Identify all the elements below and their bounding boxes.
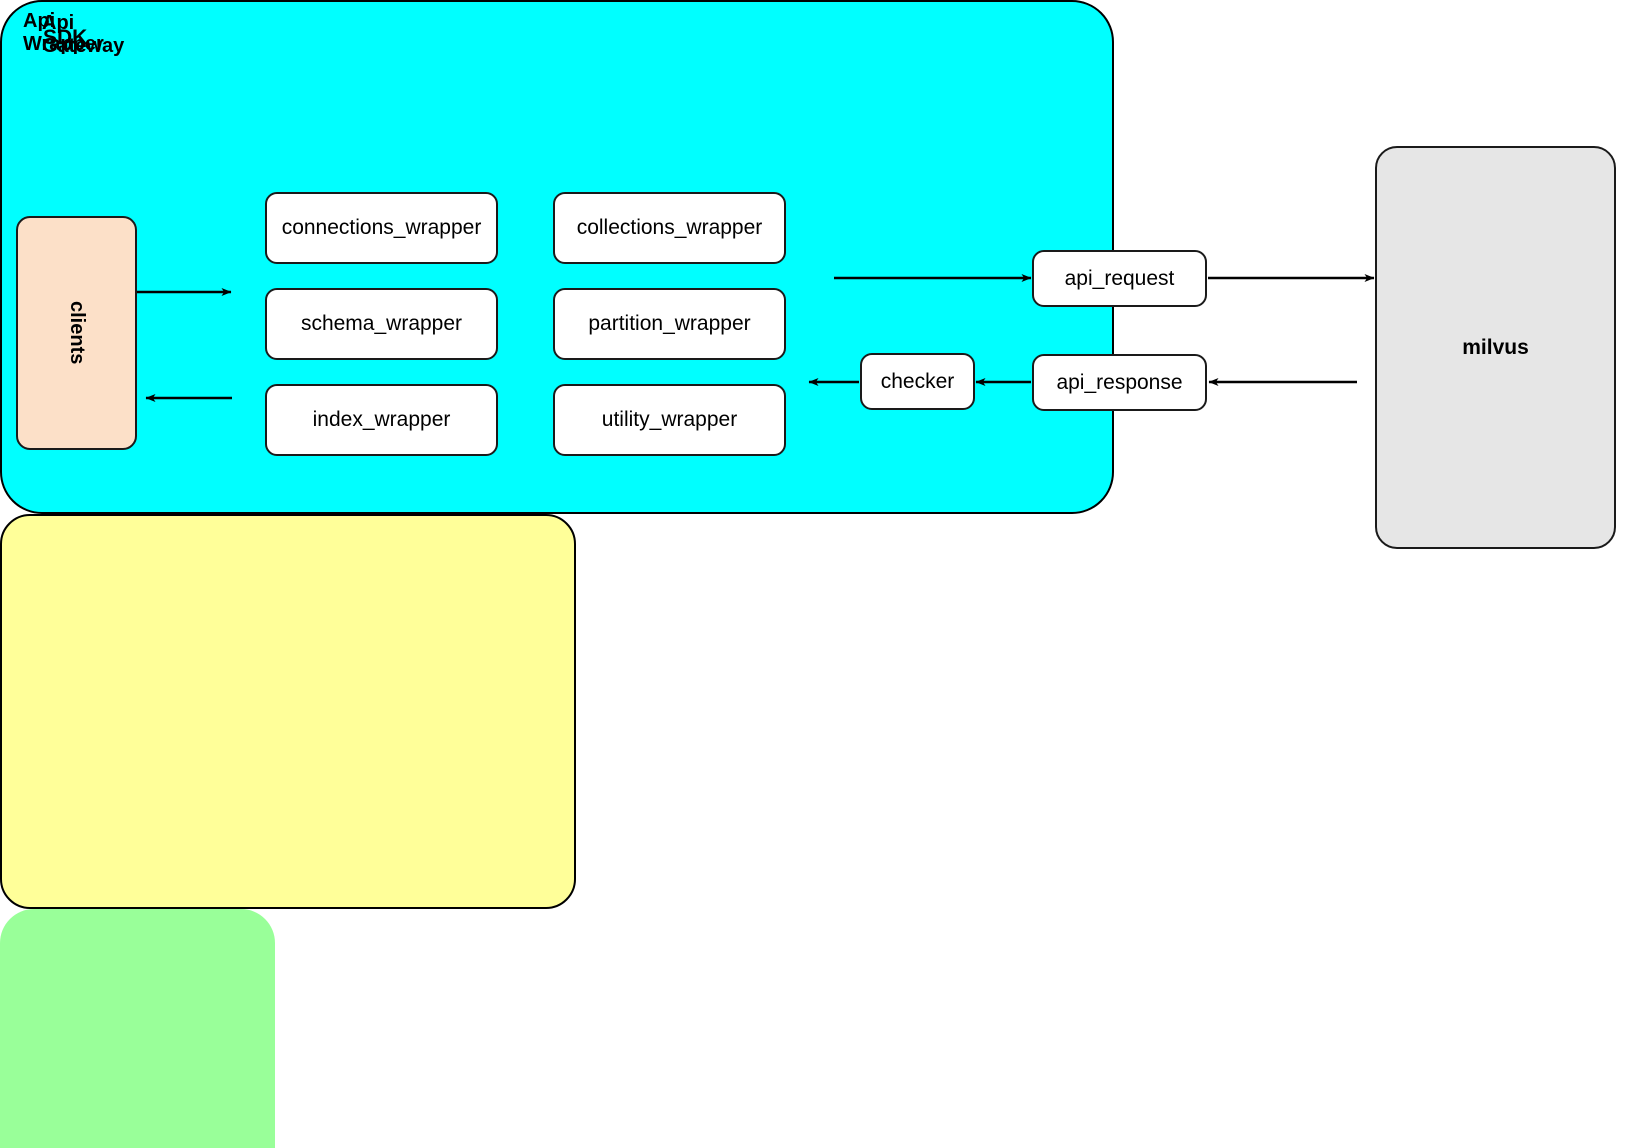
- node-utility-wrapper[interactable]: utility_wrapper: [553, 384, 786, 456]
- node-milvus-label: milvus: [1462, 335, 1529, 359]
- node-partition-wrapper-label: partition_wrapper: [588, 312, 751, 335]
- node-connections-wrapper[interactable]: connections_wrapper: [265, 192, 498, 264]
- container-sdk-label: SDK: [43, 26, 88, 49]
- node-api-request[interactable]: api_request: [1032, 250, 1207, 307]
- node-checker[interactable]: checker: [860, 353, 975, 410]
- node-utility-wrapper-label: utility_wrapper: [601, 408, 738, 431]
- node-partition-wrapper[interactable]: partition_wrapper: [553, 288, 786, 360]
- node-schema-wrapper[interactable]: schema_wrapper: [265, 288, 498, 360]
- node-collections-wrapper[interactable]: collections_wrapper: [553, 192, 786, 264]
- node-collections-wrapper-label: collections_wrapper: [576, 216, 763, 239]
- node-api-response[interactable]: api_response: [1032, 354, 1207, 411]
- node-index-wrapper-label: index_wrapper: [312, 408, 451, 431]
- node-api-request-label: api_request: [1064, 266, 1175, 290]
- node-checker-label: checker: [880, 369, 955, 393]
- container-api-wrapper[interactable]: Api Wrapper: [0, 10, 576, 909]
- container-api-gateway[interactable]: Api Gateway: [0, 12, 275, 1148]
- container-api-gateway-label: Api Gateway: [42, 12, 125, 58]
- node-api-response-label: api_response: [1056, 370, 1183, 394]
- node-clients-label: clients: [66, 301, 88, 365]
- container-api-wrapper-label: Api Wrapper: [23, 10, 104, 56]
- node-index-wrapper[interactable]: index_wrapper: [265, 384, 498, 456]
- node-schema-wrapper-label: schema_wrapper: [300, 312, 463, 335]
- node-clients[interactable]: clients: [16, 216, 137, 450]
- node-connections-wrapper-label: connections_wrapper: [281, 216, 482, 239]
- node-milvus[interactable]: milvus: [1375, 146, 1616, 549]
